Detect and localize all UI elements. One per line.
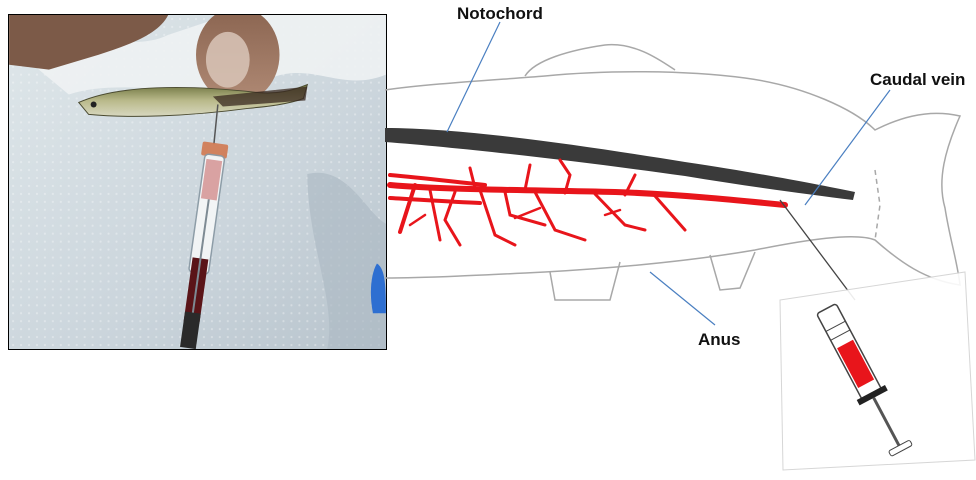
caudal-vein-leader xyxy=(805,90,890,205)
anus-leader xyxy=(650,272,715,325)
diagram-fish-schematic: Notochord Caudal vein Anus xyxy=(385,0,976,480)
notochord-leader xyxy=(447,22,500,132)
photo-blood-sampling xyxy=(8,14,387,350)
photo-illustration xyxy=(9,15,386,349)
label-caudal-vein: Caudal vein xyxy=(870,70,965,90)
label-notochord: Notochord xyxy=(457,4,543,24)
label-anus: Anus xyxy=(698,330,741,350)
